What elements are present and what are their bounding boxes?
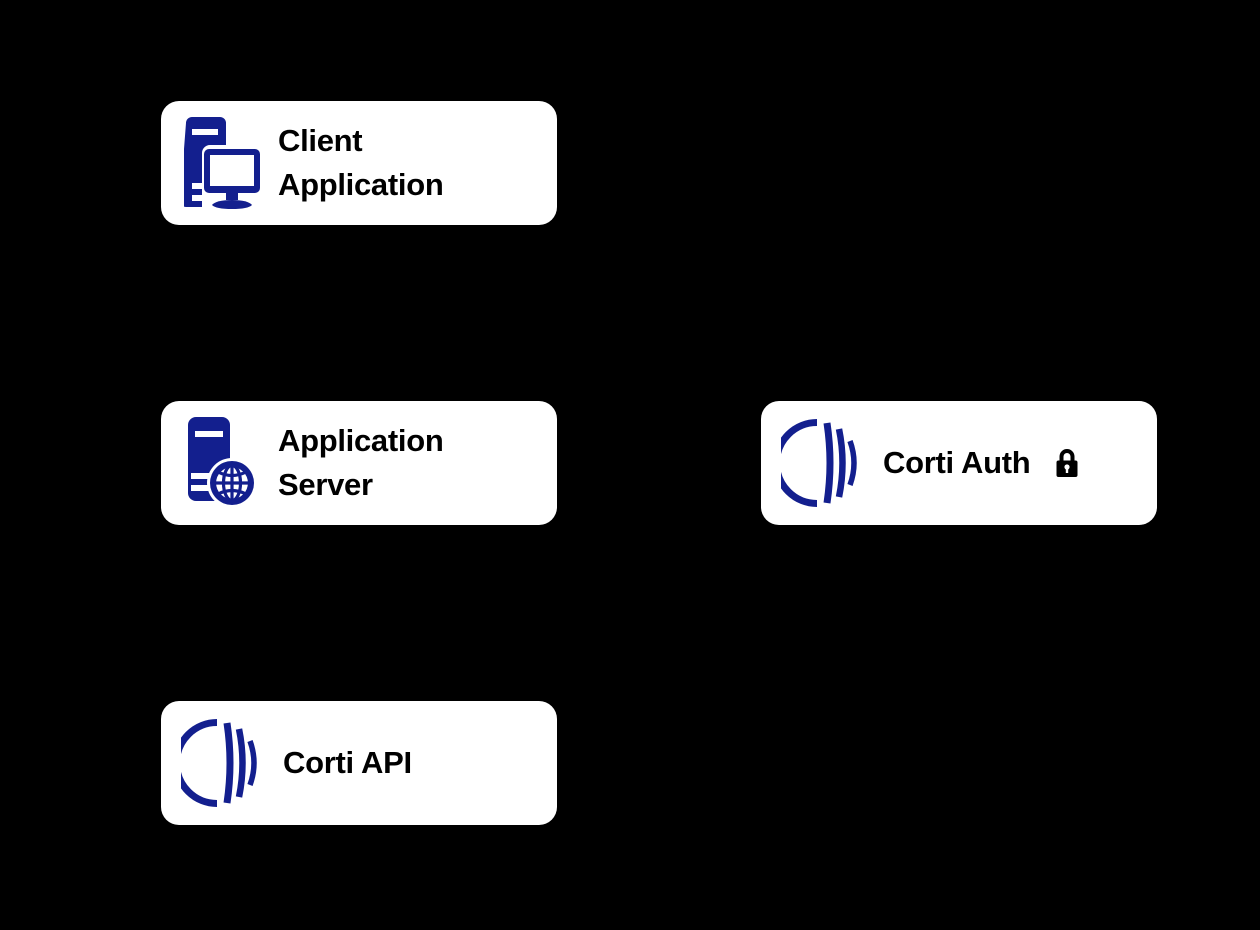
node-label: Application Server	[278, 422, 444, 502]
lock-icon	[1054, 448, 1080, 478]
node-label: Corti API	[283, 744, 412, 780]
corti-auth-label-row: Corti Auth	[865, 441, 1080, 485]
corti-logo-icon	[781, 419, 865, 507]
corti-logo-icon	[181, 719, 265, 807]
desktop-computer-icon	[184, 117, 262, 209]
node-label: Client Application	[278, 122, 444, 202]
web-server-icon	[186, 417, 258, 509]
node-corti-auth[interactable]: Corti Auth	[761, 401, 1157, 525]
node-label: Corti Auth	[883, 444, 1031, 480]
node-client-application[interactable]: Client Application	[161, 101, 557, 225]
node-application-server[interactable]: Application Server	[161, 401, 557, 525]
node-corti-api[interactable]: Corti API	[161, 701, 557, 825]
